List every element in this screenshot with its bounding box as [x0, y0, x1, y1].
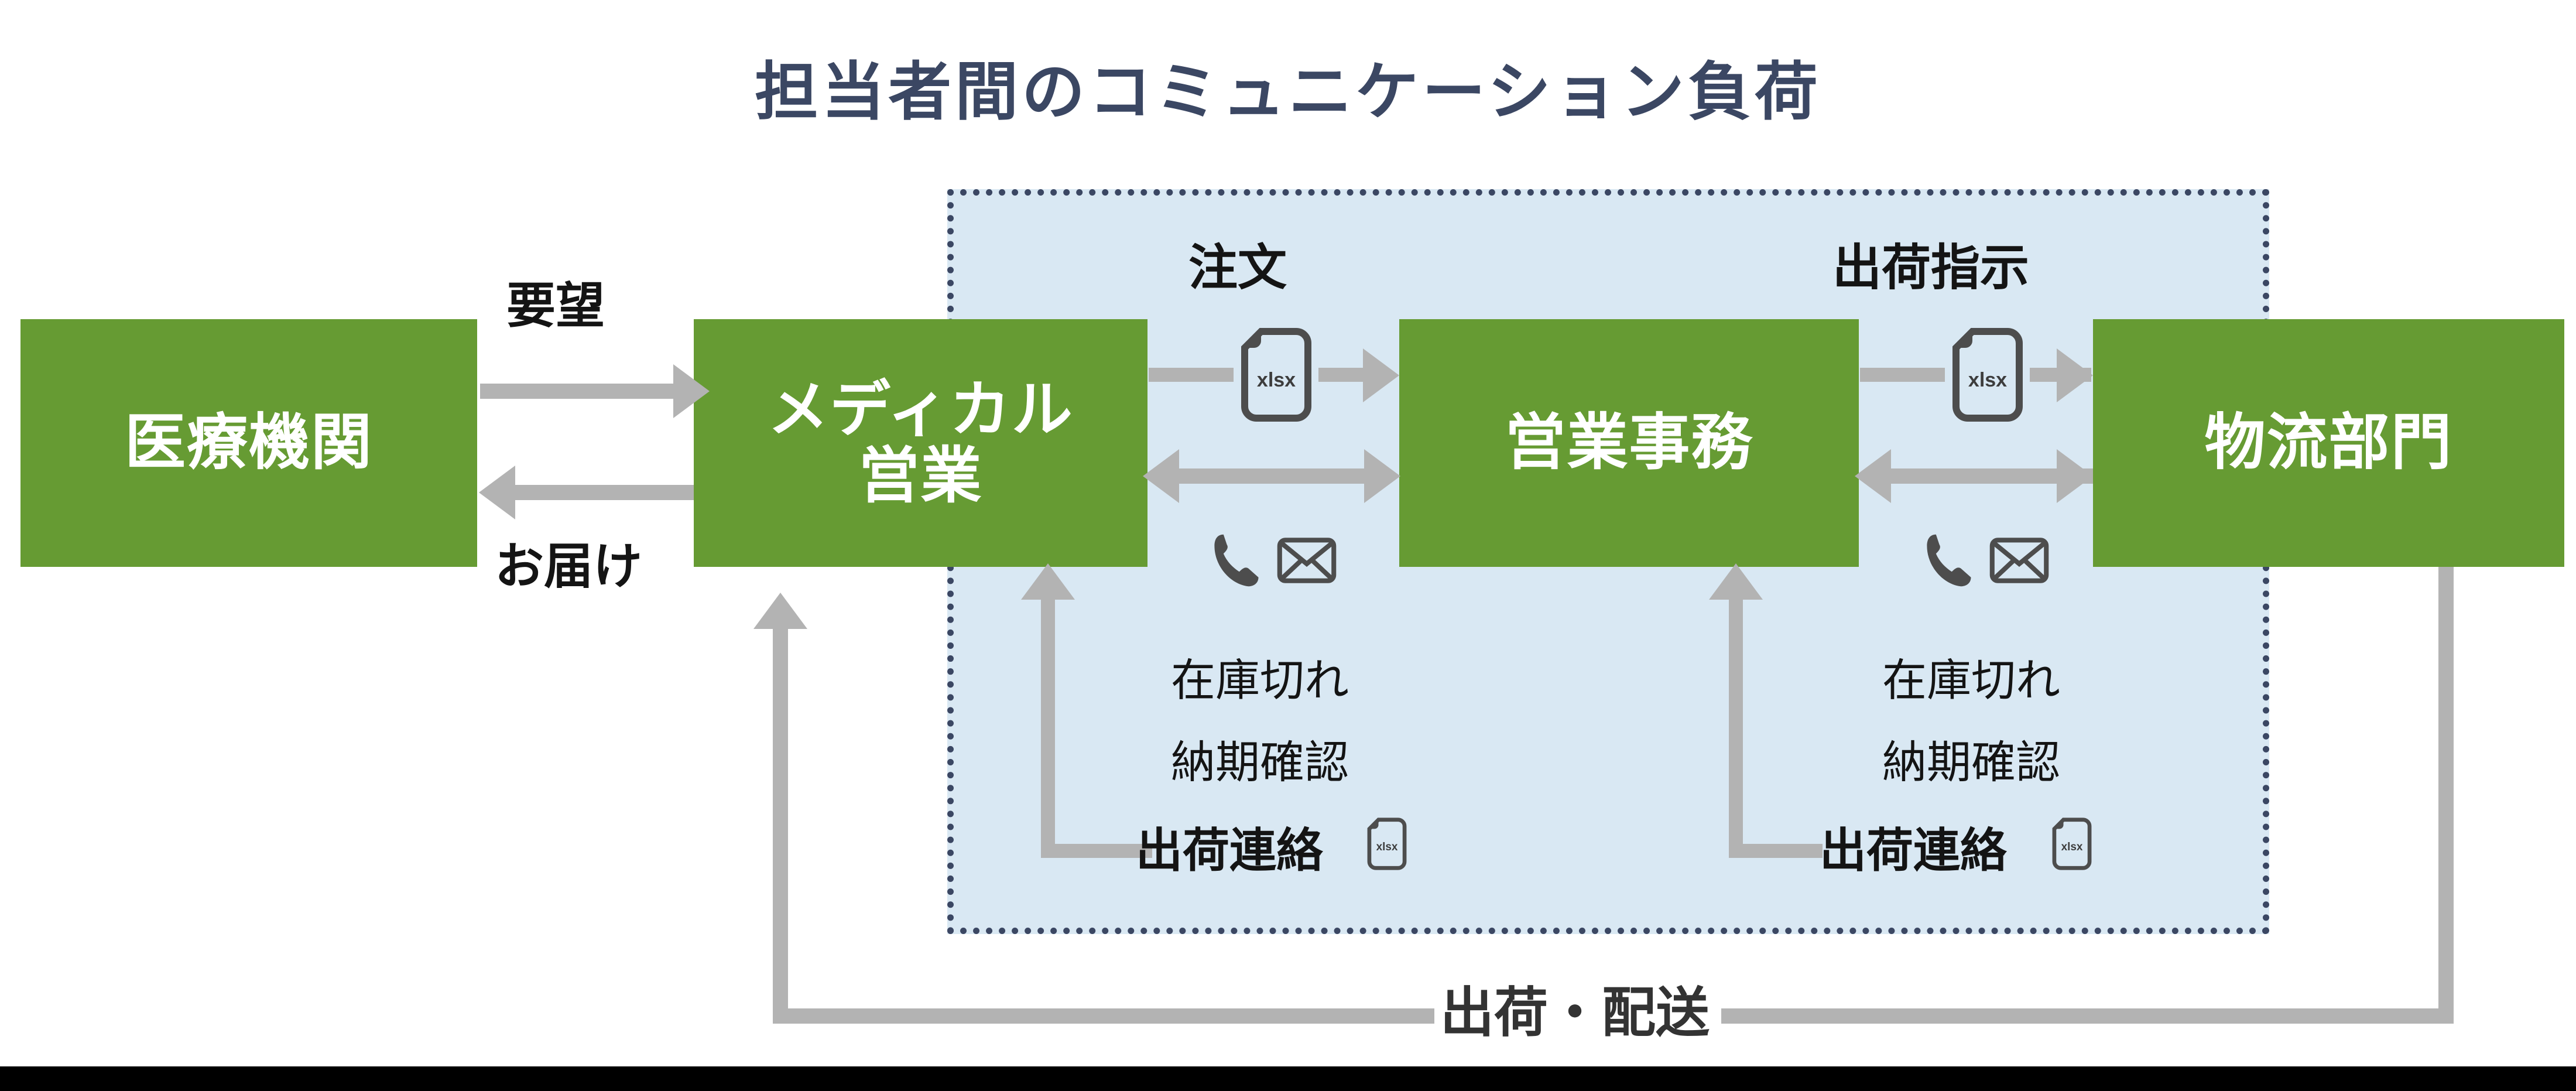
- svg-text:xlsx: xlsx: [2061, 841, 2083, 853]
- bottom-black-bar: [0, 1066, 2576, 1091]
- page-title: 担当者間のコミュニケーション負荷: [755, 56, 1821, 127]
- arrowhead-right-order: [1363, 348, 1399, 402]
- flow-line-inquiry-left: [1178, 468, 1371, 484]
- flow-label-inquiry-right-line2: 納期確認: [1882, 738, 2060, 788]
- department-box-logistics[interactable]: 物流部門: [2093, 319, 2564, 567]
- arrowhead-up-ship-deliver: [753, 593, 807, 629]
- flow-line-ship-notice-right-vertical: [1729, 591, 1743, 858]
- department-label: 医療機関: [124, 409, 373, 477]
- flow-label-inquiry-right-line1: 在庫切れ: [1882, 656, 2060, 706]
- arrowhead-right-shipping-instruction: [2057, 348, 2093, 402]
- flow-line-ship-notice-left-horizontal: [1041, 844, 1152, 858]
- arrowhead-left-inquiry-left: [1143, 449, 1179, 503]
- svg-text:xlsx: xlsx: [1376, 841, 1398, 853]
- arrowhead-left-inquiry-right: [1855, 449, 1891, 503]
- flow-label-order: 注文: [1188, 240, 1287, 295]
- flow-line-request: [480, 384, 673, 399]
- mail-icon: [1989, 538, 2049, 583]
- xlsx-file-icon-order: xlsx: [1235, 328, 1317, 422]
- flow-label-ship-notice-left: 出荷連絡: [1136, 825, 1323, 877]
- flow-line-ship-deliver-bottom-left: [773, 1008, 1434, 1024]
- arrowhead-up-ship-notice-left: [1021, 563, 1075, 600]
- svg-text:xlsx: xlsx: [1968, 369, 2007, 391]
- flow-line-order-left: [1149, 368, 1234, 382]
- mail-icon: [1277, 538, 1337, 583]
- flow-label-ship-notice-right: 出荷連絡: [1820, 825, 2007, 877]
- department-label: 物流部門: [2204, 409, 2453, 477]
- flow-line-ship-notice-left-vertical: [1041, 591, 1055, 858]
- arrowhead-right-inquiry-left: [1364, 449, 1400, 503]
- department-box-sales-admin[interactable]: 営業事務: [1399, 319, 1859, 567]
- arrowhead-left-delivery: [479, 466, 515, 519]
- flow-line-delivery: [515, 485, 694, 500]
- xlsx-file-icon-ship-notice-right: xlsx: [2049, 817, 2095, 871]
- flow-label-shipping-instruction: 出荷指示: [1832, 240, 2030, 295]
- arrowhead-right-inquiry-right: [2057, 449, 2093, 503]
- department-box-medical-sales[interactable]: メディカル 営業: [694, 319, 1147, 567]
- flow-line-ship-deliver-right-vertical: [2438, 567, 2454, 1024]
- department-label-line1: メディカル: [768, 376, 1074, 444]
- flow-label-inquiry-left-line2: 納期確認: [1171, 738, 1349, 788]
- flow-line-ship-deliver-left-vertical: [773, 621, 788, 1010]
- flow-label-inquiry-left-line1: 在庫切れ: [1171, 656, 1349, 706]
- xlsx-file-icon-shipping-instruction: xlsx: [1947, 328, 2029, 422]
- department-box-medical-institution[interactable]: 医療機関: [20, 319, 477, 567]
- department-label: メディカル 営業: [768, 377, 1074, 509]
- contact-channels-right: [1923, 530, 2050, 591]
- department-label: 営業事務: [1505, 409, 1753, 477]
- department-label-line2: 営業: [858, 442, 983, 510]
- flow-label-delivery: お届け: [495, 539, 643, 594]
- flow-line-ship-notice-right-horizontal: [1729, 844, 1823, 858]
- flow-line-ship-deliver-bottom-right: [1721, 1008, 2454, 1024]
- flow-label-request: 要望: [506, 278, 605, 333]
- flow-line-shipping-instruction-left: [1860, 368, 1945, 382]
- arrowhead-up-ship-notice-right: [1709, 563, 1763, 600]
- arrowhead-right-request: [673, 364, 710, 418]
- svg-text:xlsx: xlsx: [1257, 369, 1296, 391]
- xlsx-file-icon-ship-notice-left: xlsx: [1364, 817, 1410, 871]
- contact-channels-left: [1211, 530, 1337, 591]
- phone-icon: [1214, 534, 1259, 587]
- flow-label-ship-and-deliver: 出荷・配送: [1440, 983, 1710, 1043]
- phone-icon: [1927, 534, 1971, 587]
